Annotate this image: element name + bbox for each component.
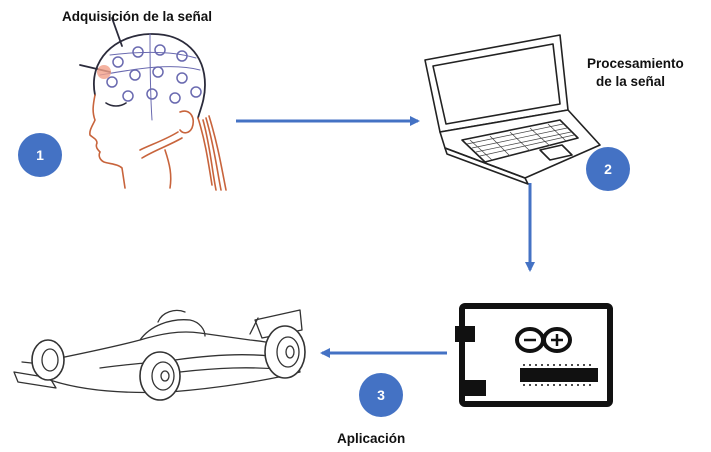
step-badge-3: 3 — [359, 373, 403, 417]
processing-label-line1: Procesamiento — [587, 56, 684, 71]
arduino-board-icon — [455, 303, 613, 407]
step-badge-2: 2 — [586, 147, 630, 191]
laptop-icon — [424, 34, 601, 185]
application-label: Aplicación — [337, 431, 406, 446]
processing-label-line2: de la señal — [596, 74, 666, 89]
race-car-icon — [13, 309, 306, 401]
step-badge-1: 1 — [18, 133, 62, 177]
acquisition-label: Adquisición de la señal — [62, 9, 213, 24]
eeg-head-icon — [79, 17, 227, 191]
